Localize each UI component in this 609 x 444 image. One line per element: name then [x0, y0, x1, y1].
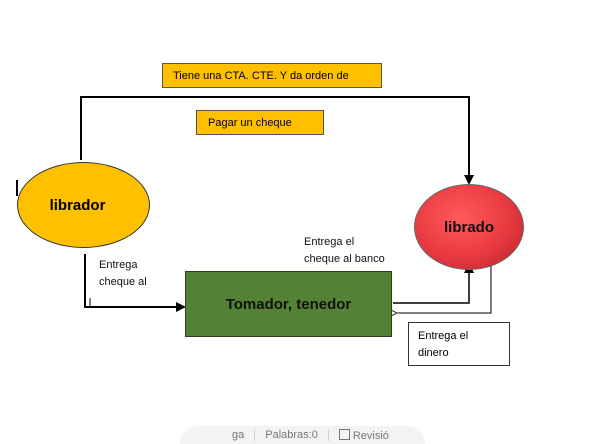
librado-node: librado	[414, 184, 524, 270]
librador-label: librador	[49, 196, 106, 214]
deliver-check-text: Entrega cheque al	[99, 257, 147, 291]
tomador-node: Tomador, tenedor	[185, 271, 392, 337]
tomador-label: Tomador, tenedor	[225, 295, 352, 313]
deliver-check-line2: cheque al	[99, 276, 147, 288]
deliver-money-line2: dinero	[418, 347, 449, 359]
word-count[interactable]: Palabras:0	[265, 429, 318, 441]
order-label-box: Tiene una CTA. CTE. Y da orden de	[162, 63, 382, 88]
status-separator	[327, 429, 329, 441]
money-connector	[397, 265, 492, 313]
librador-node: librador	[17, 162, 150, 248]
librado-label: librado	[443, 218, 494, 236]
check-to-bank-connector	[393, 263, 474, 304]
deliver-check-bank-line2: cheque al banco	[304, 253, 385, 265]
deliver-money-box: Entrega el dinero	[408, 322, 510, 366]
status-bar: ga Palabras:0 Revisió	[180, 426, 425, 444]
deliver-check-bank-line1: Entrega el	[304, 236, 355, 248]
pay-label: Pagar un cheque	[208, 116, 292, 129]
pay-label-box: Pagar un cheque	[196, 110, 324, 135]
check-to-tomador-connector	[84, 254, 186, 312]
order-label: Tiene una CTA. CTE. Y da orden de	[173, 69, 349, 82]
status-fragment: ga	[232, 429, 245, 441]
review-label: Revisió	[352, 430, 389, 442]
deliver-check-line1: Entrega	[99, 259, 138, 271]
order-connector	[80, 96, 474, 185]
deliver-check-bank-text: Entrega el cheque al banco	[304, 234, 385, 268]
deliver-money-line1: Entrega el	[418, 330, 469, 342]
review-status[interactable]: Revisió	[338, 428, 389, 442]
checkbox-icon	[338, 429, 350, 440]
status-separator	[254, 429, 256, 441]
